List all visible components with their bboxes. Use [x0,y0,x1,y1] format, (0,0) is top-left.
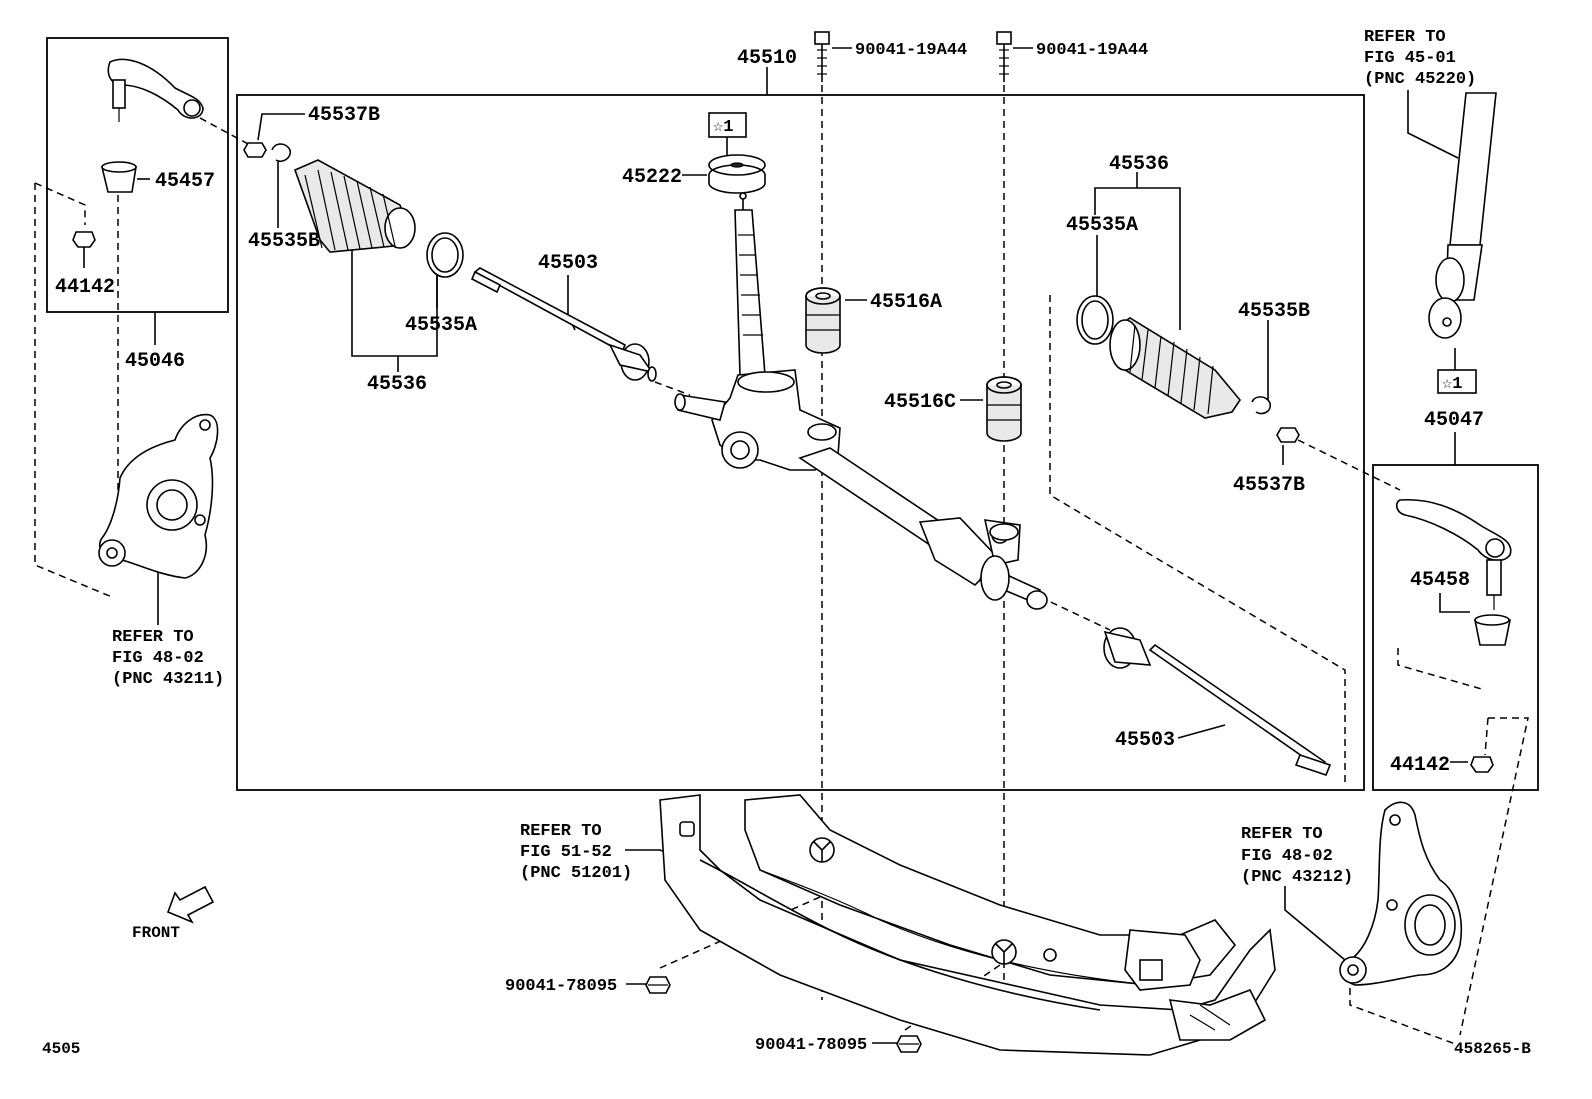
label-nut-right: 44142 [1390,754,1450,777]
left-tie-rod-end-box [46,37,229,313]
star-badge-right-icon [1437,369,1477,394]
label-tie-rod-end-right: 45047 [1424,409,1484,432]
nut-bottom-left-icon [645,976,671,994]
front-arrow-icon [166,885,215,924]
label-grommet-a: 45516A [870,291,942,314]
pinion-cap-icon [708,154,766,194]
label-grommet-c: 45516C [884,391,956,414]
nut-left-icon [72,231,96,248]
steering-gear-housing-icon [674,192,1048,610]
svg-text:FIG 48-02: FIG 48-02 [112,649,204,668]
grommet-a-icon [805,287,841,354]
label-nut-bottom-center: 90041-78095 [755,1036,867,1055]
svg-text:REFER TO: REFER TO [112,628,194,647]
label-pinion-cap: 45222 [622,166,682,189]
end-nut-left-top-icon [243,142,267,158]
front-crossmember-icon [659,794,1276,1056]
end-nut-right-icon [1276,427,1300,443]
boot-left-icon [100,161,137,193]
svg-text:REFER TO: REFER TO [520,822,602,841]
tie-rod-left-icon [470,267,657,382]
leader-lines [83,47,1470,1044]
svg-text:FIG 48-02: FIG 48-02 [1241,847,1333,866]
bolt-left-icon [814,31,830,82]
label-main-assembly: 45510 [737,47,797,70]
label-tie-rod-right: 45503 [1115,729,1175,752]
refer-crossmember: REFER TO FIG 51-52 (PNC 51201) [520,822,632,883]
label-tie-rod-left: 45503 [538,252,598,275]
steering-knuckle-left-icon [98,413,219,579]
clip-left-icon [271,143,292,163]
bolt-right-icon [996,31,1012,82]
clip-right-icon [1251,396,1272,415]
refer-knuckle-right: REFER TO FIG 48-02 (PNC 43212) [1241,825,1353,887]
svg-text:(PNC 43211): (PNC 43211) [112,670,224,689]
svg-text:(PNC 43212): (PNC 43212) [1241,868,1353,887]
svg-text:FIG 45-01: FIG 45-01 [1364,49,1456,68]
boot-right-icon [1474,614,1511,646]
label-bolt-left: 90041-19A44 [855,41,967,60]
label-star-badge-top: ☆1 [713,118,733,137]
boot-clamp-right-icon [1076,295,1114,345]
svg-text:REFER TO: REFER TO [1364,28,1446,47]
label-star-badge-right: ☆1 [1442,375,1462,394]
refer-column: REFER TO FIG 45-01 (PNC 45220) [1364,28,1476,89]
drawing-number: 458265-B [1454,1040,1531,1058]
label-boot-clamp-left: 45535A [405,314,477,337]
label-nut-left: 44142 [55,276,115,299]
figure-number: 4505 [42,1040,80,1058]
label-boot-set-right: 45536 [1109,153,1169,176]
boot-right-bellows-icon [1109,317,1241,419]
label-end-nut-left-top: 45537B [308,104,380,127]
label-nut-bottom-left: 90041-78095 [505,977,617,996]
main-assembly-box [236,94,1365,791]
label-clip-left: 45535B [248,230,320,253]
svg-text:(PNC 51201): (PNC 51201) [520,864,632,883]
tie-rod-end-right-icon [1395,498,1512,610]
label-boot-set-left: 45536 [367,373,427,396]
label-tie-rod-end-left: 45046 [125,350,185,373]
grommet-c-icon [986,376,1022,442]
label-boot-left: 45457 [155,170,215,193]
svg-text:(PNC 45220): (PNC 45220) [1364,70,1476,89]
label-clip-right: 45535B [1238,300,1310,323]
refer-knuckle-left: REFER TO FIG 48-02 (PNC 43211) [112,628,224,689]
boot-left-bellows-icon [293,159,416,253]
tie-rod-end-left-icon [107,58,204,122]
intermediate-shaft-icon [1428,92,1497,339]
svg-text:FIG 51-52: FIG 51-52 [520,843,612,862]
label-boot-clamp-right: 45535A [1066,214,1138,237]
label-front: FRONT [132,924,180,942]
label-boot-right: 45458 [1410,569,1470,592]
nut-bottom-center-icon [896,1035,922,1053]
label-end-nut-right: 45537B [1233,474,1305,497]
svg-text:REFER TO: REFER TO [1241,825,1323,844]
tie-rod-right-icon [1103,627,1332,776]
boot-clamp-left-icon [426,232,464,278]
star-badge-top-icon [708,112,747,138]
steering-knuckle-right-icon [1339,801,1463,986]
label-bolt-right: 90041-19A44 [1036,41,1148,60]
nut-right-icon [1470,756,1494,773]
